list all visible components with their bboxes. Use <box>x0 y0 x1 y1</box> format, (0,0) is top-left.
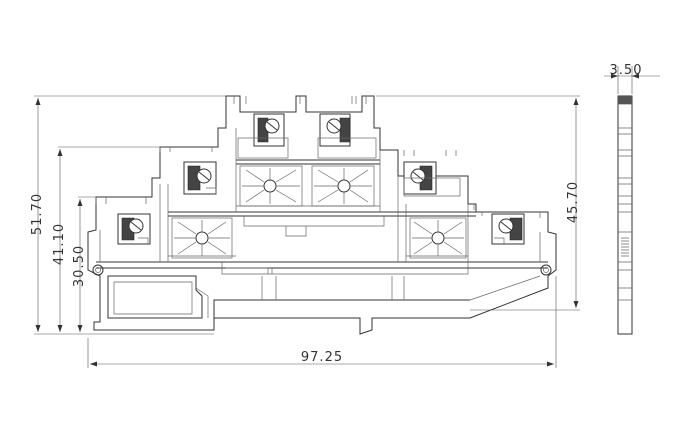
screw-clamp-l1 <box>117 213 151 245</box>
side-profile <box>617 95 633 335</box>
vent-panel-upper-right <box>311 165 375 207</box>
screw-clamp-l3 <box>237 113 289 159</box>
end-lug-left <box>92 264 104 276</box>
screw-clamp-l2 <box>183 161 217 195</box>
vent-panel-upper-left <box>239 165 303 207</box>
bus-bar-upper <box>236 159 380 165</box>
screw-clamp-r3 <box>317 113 377 159</box>
housing-outline <box>87 95 557 335</box>
dimension-lines <box>34 95 580 368</box>
dim-label-side-thickness: 3.50 <box>610 63 643 78</box>
bus-bar-middle <box>168 211 476 217</box>
end-lug-right <box>540 264 552 276</box>
dim-label-right-height: 45.70 <box>566 181 581 223</box>
bus-bar-lower <box>96 261 548 269</box>
side-view <box>604 66 660 335</box>
front-view <box>87 95 557 335</box>
screw-clamp-r1 <box>491 213 525 245</box>
vent-panel-left <box>171 217 233 259</box>
left-foot <box>107 275 203 319</box>
rail-flange <box>213 299 470 318</box>
dim-label-level2-height: 41.10 <box>52 223 67 265</box>
vent-panel-right <box>409 217 467 259</box>
dim-label-total-height: 51.70 <box>30 193 45 235</box>
dim-label-level1-height: 30.50 <box>72 245 87 287</box>
screw-clamp-r2 <box>403 161 461 197</box>
dim-label-overall-width: 97.25 <box>301 350 343 365</box>
